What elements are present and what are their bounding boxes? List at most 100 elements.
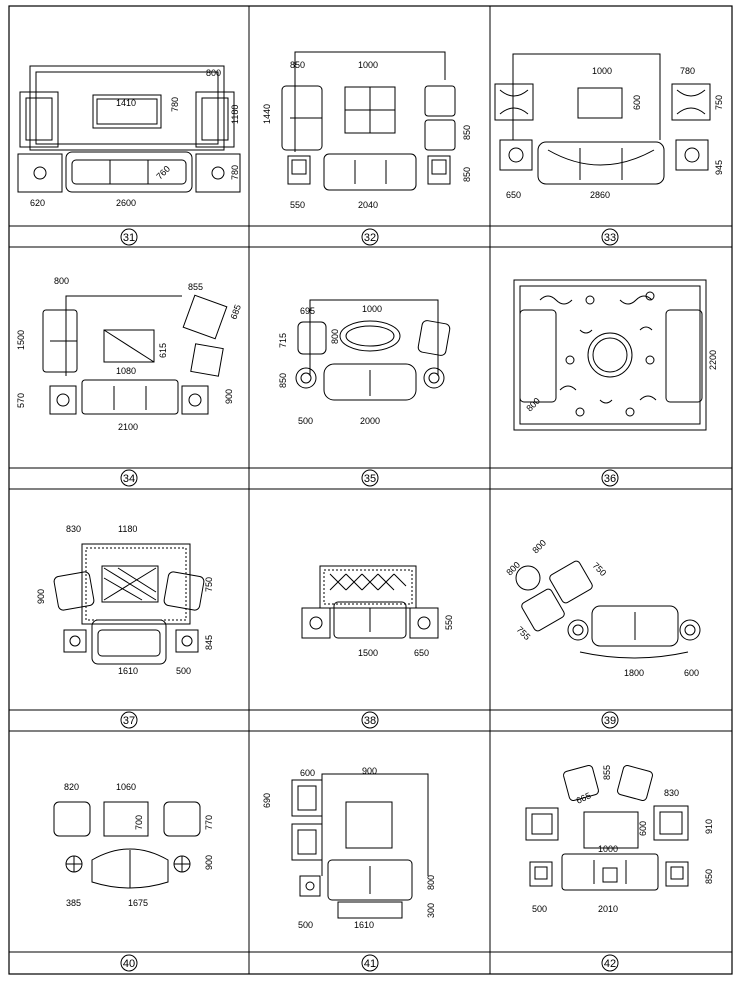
plan-34-labels: 800 855 685 1500 615 1080 570 900 2100 bbox=[16, 276, 243, 432]
plan-34 bbox=[42, 294, 228, 415]
dim-label: 800 bbox=[330, 329, 340, 344]
plan-number-37: 37 bbox=[120, 711, 138, 729]
dim-label: 2010 bbox=[598, 904, 618, 914]
plan-39-labels: 800 800 750 755 1800 600 bbox=[504, 538, 699, 678]
plan-41-labels: 600 900 690 800 500 1610 300 bbox=[262, 766, 436, 930]
plan-number-31: 31 bbox=[120, 228, 138, 246]
dim-label: 850 bbox=[290, 60, 305, 70]
plan-32 bbox=[281, 51, 456, 191]
plan-33 bbox=[494, 53, 711, 185]
dim-label: 800 bbox=[530, 538, 548, 556]
dim-label: 2600 bbox=[116, 198, 136, 208]
dim-label: 2200 bbox=[708, 350, 718, 370]
dim-label: 650 bbox=[506, 190, 521, 200]
plan-35-labels: 695 1000 800 715 850 500 2000 bbox=[278, 304, 382, 426]
dim-label: 1440 bbox=[262, 104, 272, 124]
dim-label: 780 bbox=[230, 165, 240, 180]
dim-label: 620 bbox=[30, 198, 45, 208]
dim-label: 830 bbox=[664, 788, 679, 798]
dim-label: 1180 bbox=[118, 524, 137, 534]
plan-numbers: 31 32 33 34 35 36 37 38 bbox=[120, 228, 619, 972]
dim-label: 1000 bbox=[592, 66, 612, 76]
dim-label: 900 bbox=[36, 589, 46, 604]
dim-label: 800 bbox=[426, 875, 436, 890]
plan-number-label: 41 bbox=[364, 958, 376, 970]
dim-label: 830 bbox=[66, 524, 81, 534]
plan-number-label: 36 bbox=[604, 473, 616, 485]
plan-number-label: 34 bbox=[123, 473, 135, 485]
plan-42 bbox=[525, 765, 689, 891]
plan-number-42: 42 bbox=[601, 954, 619, 972]
plan-number-36: 36 bbox=[601, 469, 619, 487]
dim-label: 1500 bbox=[358, 648, 378, 658]
plan-number-label: 31 bbox=[123, 232, 135, 244]
dim-label: 650 bbox=[414, 648, 429, 658]
plan-number-39: 39 bbox=[601, 711, 619, 729]
dim-label: 570 bbox=[16, 393, 26, 408]
dim-label: 2860 bbox=[590, 190, 610, 200]
plan-31 bbox=[17, 65, 241, 193]
dim-label: 1675 bbox=[128, 898, 148, 908]
dim-label: 1000 bbox=[362, 304, 382, 314]
dim-label: 1800 bbox=[624, 668, 644, 678]
dim-label: 800 bbox=[54, 276, 69, 286]
plan-number-41: 41 bbox=[361, 954, 379, 972]
plan-number-label: 33 bbox=[604, 232, 616, 244]
dim-label: 855 bbox=[188, 282, 203, 292]
dim-label: 1180 bbox=[230, 105, 240, 124]
dim-label: 690 bbox=[262, 793, 272, 808]
dim-label: 1610 bbox=[354, 920, 374, 930]
sheet-frame bbox=[8, 5, 733, 975]
plan-number-label: 38 bbox=[364, 715, 376, 727]
dim-label: 615 bbox=[158, 343, 168, 358]
grid-lines bbox=[9, 6, 732, 974]
plan-36-labels: 2200 800 bbox=[524, 350, 718, 413]
dim-label: 300 bbox=[426, 903, 436, 918]
dim-label: 750 bbox=[591, 560, 609, 578]
dim-label: 850 bbox=[704, 869, 714, 884]
dim-label: 850 bbox=[278, 373, 288, 388]
dim-label: 770 bbox=[204, 815, 214, 830]
plan-40-labels: 820 1060 770 700 900 385 1675 bbox=[64, 782, 214, 908]
dim-label: 1610 bbox=[118, 666, 138, 676]
plan-number-label: 35 bbox=[364, 473, 376, 485]
dim-label: 600 bbox=[684, 668, 699, 678]
dim-label: 550 bbox=[290, 200, 305, 210]
dim-label: 695 bbox=[300, 306, 315, 316]
dim-label: 755 bbox=[515, 624, 533, 642]
plan-number-label: 42 bbox=[604, 958, 616, 970]
dim-label: 550 bbox=[444, 615, 454, 630]
dim-label: 1500 bbox=[16, 330, 26, 350]
dim-label: 1060 bbox=[116, 782, 136, 792]
plan-number-label: 39 bbox=[604, 715, 616, 727]
dim-label: 800 bbox=[504, 560, 522, 578]
dim-label: 780 bbox=[680, 66, 695, 76]
dim-label: 700 bbox=[134, 815, 144, 830]
plan-37 bbox=[53, 543, 205, 665]
dim-label: 500 bbox=[298, 920, 313, 930]
plan-39 bbox=[515, 560, 701, 659]
dim-label: 750 bbox=[204, 577, 214, 592]
dim-label: 900 bbox=[362, 766, 377, 776]
plan-33-labels: 1000 780 600 750 945 650 2860 bbox=[506, 66, 724, 200]
dim-label: 500 bbox=[176, 666, 191, 676]
plan-35 bbox=[295, 299, 451, 401]
plan-42-labels: 855 665 830 600 910 1000 850 500 2010 bbox=[532, 765, 714, 914]
dim-label: 715 bbox=[278, 333, 288, 348]
plan-number-34: 34 bbox=[120, 469, 138, 487]
dim-label: 1410 bbox=[116, 98, 136, 108]
dim-label: 600 bbox=[300, 768, 315, 778]
plan-number-32: 32 bbox=[361, 228, 379, 246]
dim-label: 820 bbox=[64, 782, 79, 792]
dim-label: 685 bbox=[228, 303, 243, 321]
dim-label: 800 bbox=[524, 396, 542, 414]
dim-label: 845 bbox=[204, 635, 214, 650]
dim-label: 750 bbox=[714, 95, 724, 110]
plan-41 bbox=[291, 773, 429, 919]
dim-label: 1080 bbox=[116, 366, 136, 376]
plan-number-40: 40 bbox=[120, 954, 138, 972]
dim-label: 855 bbox=[602, 765, 612, 780]
plan-38-labels: 550 1500 650 bbox=[358, 615, 454, 658]
plan-37-labels: 830 1180 900 750 845 1610 500 bbox=[36, 524, 214, 676]
